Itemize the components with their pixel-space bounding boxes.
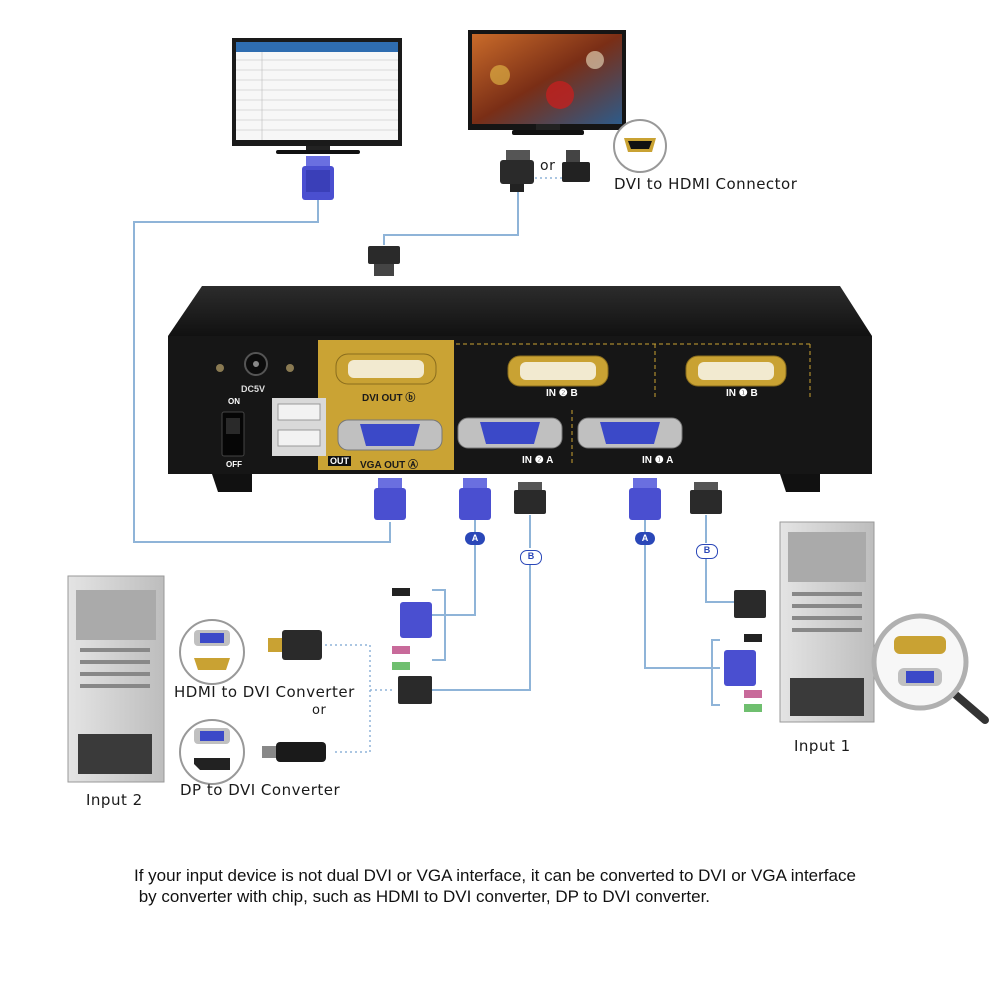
badge-b-in2: B — [520, 550, 542, 565]
monitor-photo — [468, 30, 626, 135]
vga-plug-in1a — [629, 478, 661, 520]
in2b-label: IN ❷ B — [546, 388, 578, 399]
dvi-in1b-port — [685, 355, 787, 387]
dvi-plug-box — [368, 246, 400, 276]
vga-plug-out — [374, 478, 406, 520]
dvi-to-hdmi-connector-label: DVI to HDMI Connector — [614, 175, 798, 193]
dvi-out-port — [335, 353, 437, 385]
hdmi-magnified — [613, 119, 667, 173]
out-tag-label: OUT — [328, 456, 351, 466]
input1-label: Input 1 — [794, 737, 851, 755]
vga-dp-ports-icon — [179, 719, 245, 785]
converter-note-line1: If your input device is not dual DVI or … — [134, 866, 856, 885]
vga-plug-top — [302, 156, 334, 200]
input1-pc-tower — [779, 521, 875, 723]
input1-cable-bundle — [724, 590, 766, 712]
hdmi-to-dvi-converter-label: HDMI to DVI Converter — [174, 683, 355, 701]
badge-a-in1: A — [635, 532, 655, 545]
cable-lines — [133, 190, 734, 706]
vga-out-label: VGA OUT Ⓐ — [360, 460, 418, 471]
dvi-in2b-port — [507, 355, 609, 387]
badge-a-in2: A — [465, 532, 485, 545]
in1b-label: IN ❶ B — [726, 388, 758, 399]
input2-label: Input 2 — [86, 791, 143, 809]
or-label-top: or — [540, 158, 556, 174]
hdmi-dvi-adapter — [268, 630, 322, 660]
vga-in1a-port — [577, 417, 683, 449]
dvi-hdmi-adapter-top — [562, 150, 590, 182]
magnifier — [871, 613, 989, 724]
on-label: ON — [228, 397, 240, 406]
kvm-switch-box — [168, 286, 872, 492]
or-label-left: or — [312, 703, 327, 718]
in2a-label: IN ❷ A — [522, 455, 554, 466]
hdmi-vga-ports-icon — [179, 619, 245, 685]
input2-pc-tower — [67, 575, 165, 783]
badge-b-in1: B — [696, 544, 718, 559]
dc5v-label: DC5V — [241, 384, 266, 394]
dvi-plug-in1b — [690, 482, 722, 514]
monitor-spreadsheet — [232, 38, 402, 154]
in1a-label: IN ❶ A — [642, 455, 674, 466]
vga-out-port — [337, 419, 443, 451]
dvi-out-label: DVI OUT ⓑ — [362, 393, 416, 404]
vga-in2a-port — [457, 417, 563, 449]
dp-dvi-dongle — [262, 742, 326, 762]
dotted-lines — [325, 177, 565, 753]
dvi-plug-in2b — [514, 482, 546, 514]
vga-plug-in2a — [459, 478, 491, 520]
dp-to-dvi-converter-label: DP to DVI Converter — [180, 781, 341, 799]
off-label: OFF — [226, 460, 242, 469]
converter-note-line2: by converter with chip, such as HDMI to … — [134, 887, 711, 906]
dvi-plug-top — [500, 150, 534, 192]
dvi-plug-left — [398, 676, 432, 704]
